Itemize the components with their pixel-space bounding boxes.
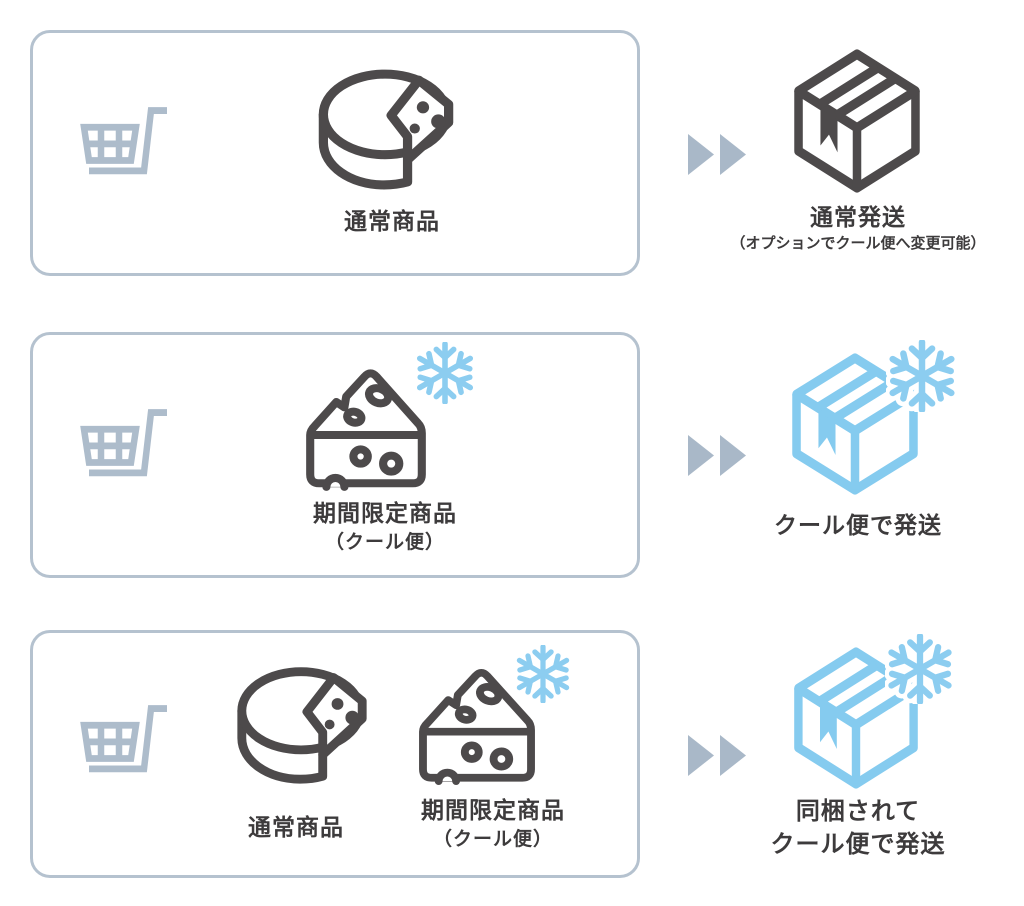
snowflake-icon (885, 634, 955, 704)
double-arrow-icon (688, 434, 746, 477)
result-label-regular-shipping: 通常発送 (810, 204, 906, 230)
product-label-regular: 通常商品 (344, 208, 440, 234)
shopping-cart-icon (72, 694, 172, 798)
cheese-wheel-icon (309, 60, 463, 194)
double-arrow-icon (688, 734, 746, 777)
result-label-cool-shipping: クール便で発送 (774, 512, 942, 538)
double-arrow-icon (688, 133, 746, 176)
product-sublabel-cool: （クール便） (324, 532, 445, 553)
cheese-wheel-icon (228, 658, 376, 788)
product-sublabel-cool: （クール便） (432, 829, 553, 850)
shopping-cart-icon (72, 96, 172, 200)
result-label-combined-line1: 同梱されて (795, 798, 921, 825)
snowflake-icon (514, 645, 572, 703)
result-label-combined-line2: クール便で発送 (770, 831, 946, 858)
cheese-wedge-icon (303, 360, 429, 494)
result-note-cool-option: （オプションでクール便へ変更可能） (730, 235, 986, 252)
shopping-cart-icon (72, 398, 172, 502)
product-label-limited: 期間限定商品 (421, 797, 565, 823)
shipping-box-icon (790, 46, 924, 196)
product-label-regular: 通常商品 (248, 814, 344, 840)
snowflake-icon (886, 340, 958, 412)
product-label-limited: 期間限定商品 (313, 500, 457, 526)
snowflake-icon (414, 342, 476, 404)
